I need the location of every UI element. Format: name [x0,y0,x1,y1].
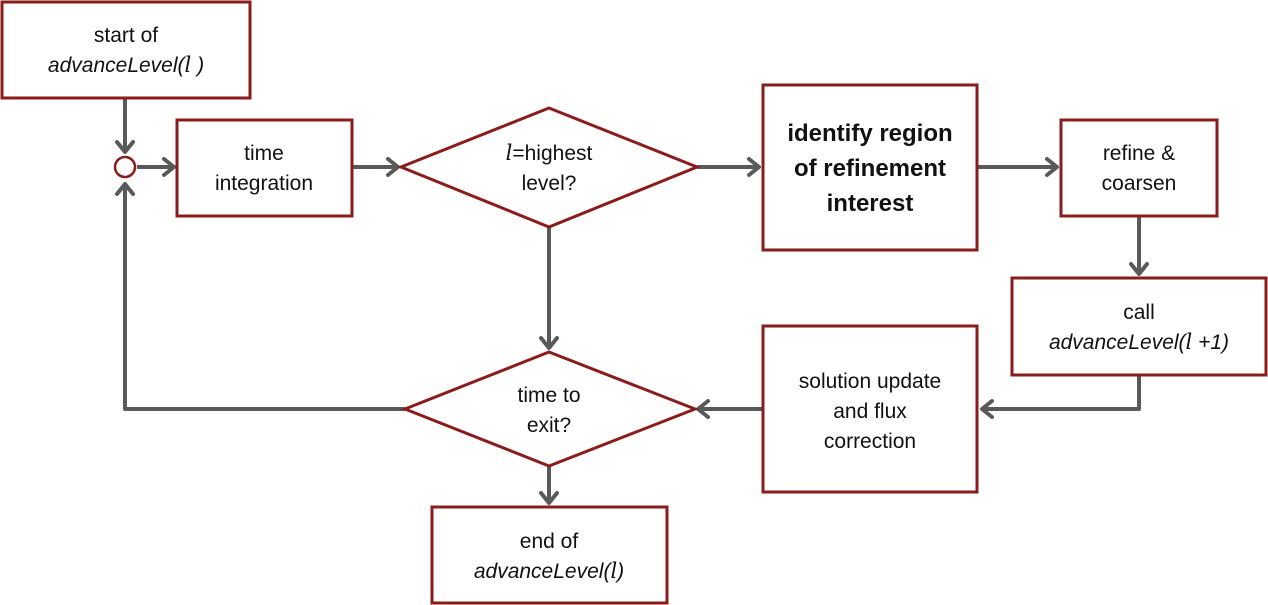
arrowhead-down [539,491,559,505]
edge-loop-back [123,184,405,411]
time-to-exit-decision: time to exit? [400,350,700,468]
call-line1: call [1123,301,1155,324]
time-integration-box [175,118,354,218]
highest-level-decision: l=highest level? [396,106,702,229]
refine-coarsen-node: refine & coarsen [1059,118,1219,218]
arrowhead-up [115,182,135,196]
arrowhead-right [1045,157,1059,177]
call-box [1010,276,1268,377]
time-to-exit-line1: time to [517,384,580,407]
start-node: start of advanceLevel(l ) [0,0,252,100]
highest-level-line1: l=highest [506,141,593,165]
identify-region-box [761,83,979,252]
edge-call-to-solution [982,375,1141,411]
start-box [0,0,252,100]
start-label-line2: advanceLevel(l ) [48,53,204,77]
time-to-exit-diamond [400,350,700,468]
solution-line1: solution update [799,370,941,393]
time-integration-line2: integration [215,172,313,195]
edges [115,98,1149,505]
end-box [430,505,669,605]
start-label-line1: start of [94,24,158,47]
identify-region-node: identify region of refinement interest [761,83,979,252]
end-label-line1: end of [520,530,579,553]
identify-line1: identify region [787,120,952,147]
solution-line2: and flux [833,400,907,423]
identify-line2: of refinement [794,155,946,182]
refine-line1: refine & [1103,142,1175,165]
highest-level-diamond [396,106,702,229]
arrowhead-right [162,157,176,177]
time-integration-line1: time [244,142,284,165]
refine-coarsen-box [1059,118,1219,218]
solution-update-node: solution update and flux correction [761,324,979,494]
arrowhead-down [1129,262,1149,276]
call-node: call advanceLevel(l +1) [1010,276,1268,377]
arrowhead-down [115,140,135,154]
end-node: end of advanceLevel(l) [430,505,669,605]
time-to-exit-line2: exit? [527,414,571,437]
solution-update-box [761,324,979,494]
arrowhead-down [539,336,559,350]
call-line2: advanceLevel(l +1) [1049,330,1229,354]
arrowhead-left [980,399,994,419]
highest-level-line2: level? [522,172,577,195]
identify-line3: interest [827,190,914,217]
end-label-line2: advanceLevel(l) [474,559,624,583]
solution-line3: correction [824,430,916,453]
refine-line2: coarsen [1102,172,1177,195]
time-integration-node: time integration [175,118,354,218]
merge-junction [113,155,137,179]
arrowhead-right [747,157,761,177]
